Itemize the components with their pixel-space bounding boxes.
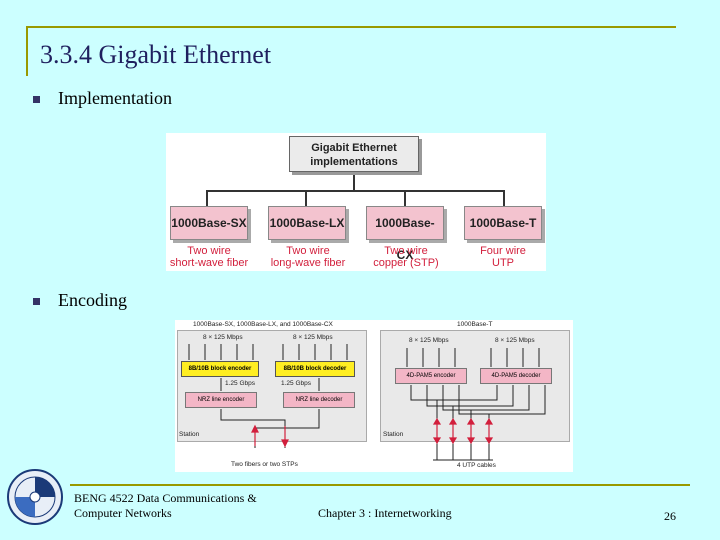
std-box-1000base-sx: 1000Base-SX (170, 206, 248, 240)
std-desc-line: Two wire (286, 245, 330, 257)
tree-trunk (353, 175, 355, 191)
footer-rule (70, 484, 690, 486)
encoding-diagram: 1000Base-SX, 1000Base-LX, and 1000Base-C… (175, 320, 573, 472)
bullet-square-icon (33, 298, 40, 305)
title-rule-top (26, 26, 676, 28)
nrz-encoder-box: NRZ line encoder (185, 392, 257, 408)
tree-branch (206, 190, 504, 192)
std-desc-line: Four wire (480, 245, 526, 257)
enc-8b10b-box: 8B/10B block encoder (181, 361, 259, 377)
rate-label-right-1: 8 × 125 Mbps (409, 337, 449, 344)
std-desc-t: Four wire UTP (462, 245, 544, 269)
enc-left-caption: Two fibers or two STPs (231, 461, 298, 468)
implementation-diagram: Gigabit Ethernet implementations 1000Bas… (166, 133, 546, 271)
nrz-decoder-box: NRZ line decoder (283, 392, 355, 408)
university-logo (6, 468, 64, 526)
gbps-label-right: 1.25 Gbps (281, 380, 311, 387)
rate-label-left-2: 8 × 125 Mbps (293, 334, 333, 341)
footer-course-line-1: BENG 4522 Data Communications & (74, 491, 257, 505)
std-desc-sx: Two wire short-wave fiber (166, 245, 252, 269)
enc-right-caption: 4 UTP cables (457, 462, 496, 469)
rate-label-left-1: 8 × 125 Mbps (203, 334, 243, 341)
station-right (380, 330, 570, 442)
station-label-left: Station (179, 431, 200, 438)
slide-title: 3.3.4 Gigabit Ethernet (40, 40, 272, 69)
std-desc-line: Two wire (187, 245, 231, 257)
pam5-encoder-box: 4D-PAM5 encoder (395, 368, 467, 384)
std-box-1000base-cx: 1000Base-CX (366, 206, 444, 262)
std-box-1000base-t: 1000Base-T (464, 206, 542, 240)
std-desc-line: copper (STP) (373, 257, 439, 269)
footer-page-number: 26 (664, 509, 676, 523)
footer-course-line-2: Computer Networks (74, 506, 172, 520)
encoding-wiring (188, 344, 546, 461)
std-desc-line: short-wave fiber (169, 257, 249, 269)
rate-label-right-2: 8 × 125 Mbps (495, 337, 535, 344)
root-line-2: implementations (310, 156, 398, 168)
enc-left-title: 1000Base-SX, 1000Base-LX, and 1000Base-C… (193, 321, 333, 328)
footer-course: BENG 4522 Data Communications & Computer… (74, 491, 257, 521)
tree-drop-3 (404, 190, 406, 206)
std-desc-line: Two wire (384, 245, 428, 257)
tree-drop-1 (206, 190, 208, 206)
root-line-1: Gigabit Ethernet (311, 142, 397, 154)
bullet-implementation: Implementation (58, 88, 172, 108)
std-box-1000base-lx: 1000Base-LX (268, 206, 346, 240)
tree-drop-2 (305, 190, 307, 206)
enc-right-title: 1000Base-T (457, 321, 493, 328)
std-desc-line: UTP (492, 257, 514, 269)
std-desc-cx: Two wire copper (STP) (362, 245, 450, 269)
bullet-square-icon (33, 96, 40, 103)
title-rule-left (26, 26, 28, 76)
pam5-decoder-box: 4D-PAM5 decoder (480, 368, 552, 384)
bullet-encoding: Encoding (58, 290, 127, 310)
std-desc-line: long-wave fiber (270, 257, 346, 269)
tree-drop-4 (503, 190, 505, 206)
station-label-right: Station (383, 431, 404, 438)
gbps-label-left: 1.25 Gbps (225, 380, 255, 387)
dec-8b10b-box: 8B/10B block decoder (275, 361, 355, 377)
station-left (177, 330, 367, 442)
std-desc-lx: Two wire long-wave fiber (262, 245, 354, 269)
logo-seal-icon (7, 469, 63, 525)
footer-chapter: Chapter 3 : Internetworking (318, 506, 452, 520)
root-box: Gigabit Ethernet implementations (289, 136, 419, 172)
